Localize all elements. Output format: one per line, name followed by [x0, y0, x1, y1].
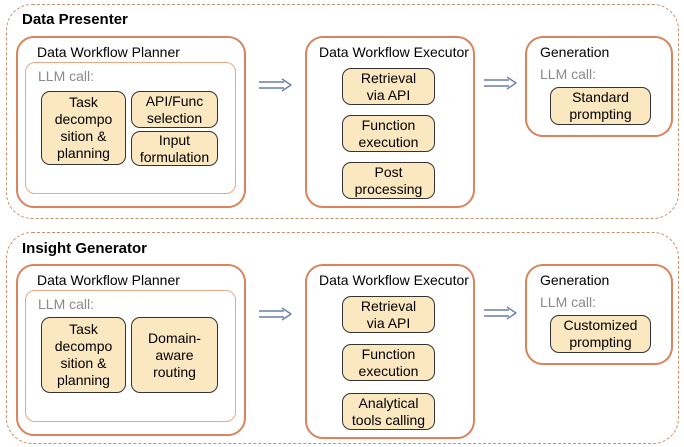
post-processing-box: Post processing — [342, 162, 435, 199]
llm-call-label: LLM call: — [38, 296, 95, 312]
llm-call-box — [25, 62, 236, 194]
task-decomposition-box: Task decompo sition & planning — [41, 317, 126, 393]
arrow-right-icon — [484, 306, 517, 320]
llm-call-label: LLM call: — [38, 68, 95, 84]
executor-title: Data Workflow Executor — [319, 272, 469, 288]
standard-prompting-box: Standard prompting — [550, 87, 651, 125]
arrow-right-icon — [484, 76, 517, 90]
task-decomposition-box: Task decompo sition & planning — [41, 91, 126, 165]
function-execution-box: Function execution — [342, 344, 435, 381]
api-func-selection-box: API/Func selection — [131, 91, 218, 128]
planner-title: Data Workflow Planner — [37, 272, 180, 288]
analytical-tools-calling-box: Analytical tools calling — [342, 393, 435, 430]
retrieval-via-api-box: Retrieval via API — [342, 296, 435, 333]
planner-title: Data Workflow Planner — [37, 44, 180, 60]
input-formulation-box: Input formulation — [131, 131, 218, 166]
function-execution-box: Function execution — [342, 115, 435, 152]
section-title: Data Presenter — [22, 11, 128, 28]
generation-title: Generation — [540, 44, 610, 60]
section-data-presenter — [6, 4, 679, 219]
retrieval-via-api-box: Retrieval via API — [342, 68, 435, 105]
arrow-right-icon — [259, 307, 292, 321]
llm-call-box — [25, 290, 236, 422]
llm-call-label: LLM call: — [540, 66, 597, 82]
generation-title: Generation — [540, 272, 610, 288]
section-title: Insight Generator — [22, 240, 148, 257]
customized-prompting-box: Customized prompting — [550, 315, 651, 353]
arrow-right-icon — [259, 78, 292, 92]
executor-title: Data Workflow Executor — [319, 44, 469, 60]
llm-call-label: LLM call: — [540, 294, 597, 310]
section-insight-generator — [6, 232, 679, 444]
domain-aware-routing-box: Domain- aware routing — [131, 317, 218, 393]
